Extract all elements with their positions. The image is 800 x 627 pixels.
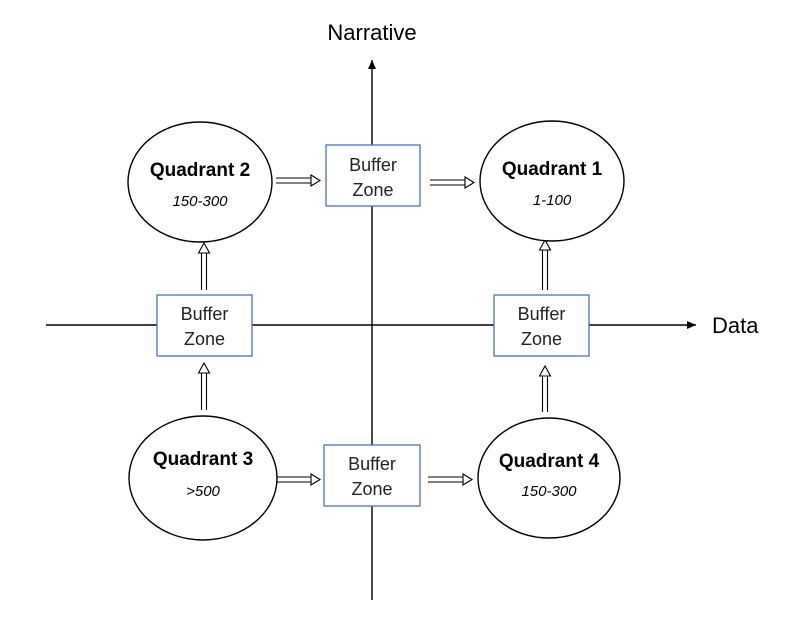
quadrant-1-title: Quadrant 1 bbox=[502, 159, 603, 180]
quadrant-4-range: 150-300 bbox=[521, 483, 577, 500]
quadrant-3-node: Quadrant 3 >500 bbox=[128, 415, 278, 541]
arrow-right-buffer-to-q1 bbox=[538, 238, 552, 290]
x-axis-label: Data bbox=[712, 313, 759, 338]
y-axis-label: Narrative bbox=[327, 20, 416, 45]
buffer-zone-right-line1: Buffer bbox=[518, 304, 566, 324]
arrow-q4-to-right-buffer bbox=[538, 364, 552, 412]
buffer-zone-bottom-line2: Zone bbox=[351, 479, 392, 499]
arrow-q3-to-left-buffer bbox=[197, 361, 211, 410]
buffer-zone-left: Buffer Zone bbox=[156, 294, 253, 357]
buffer-zone-top: Buffer Zone bbox=[325, 144, 421, 207]
buffer-zone-top-line2: Zone bbox=[352, 180, 393, 200]
quadrant-3-range: >500 bbox=[186, 483, 220, 500]
quadrant-2-range: 150-300 bbox=[172, 193, 228, 210]
quadrant-3-title: Quadrant 3 bbox=[153, 449, 253, 470]
buffer-zone-left-line1: Buffer bbox=[181, 304, 229, 324]
quadrant-4-node: Quadrant 4 150-300 bbox=[477, 417, 621, 539]
buffer-zone-top-line1: Buffer bbox=[349, 155, 397, 175]
buffer-zone-bottom-line1: Buffer bbox=[348, 454, 396, 474]
arrow-q3-to-bottom-buffer bbox=[276, 473, 322, 486]
buffer-zone-right: Buffer Zone bbox=[493, 294, 590, 357]
arrow-bottom-buffer-to-q4 bbox=[428, 473, 474, 486]
quadrant-4-title: Quadrant 4 bbox=[499, 451, 600, 472]
buffer-zone-right-line2: Zone bbox=[521, 329, 562, 349]
quadrant-2-title: Quadrant 2 bbox=[150, 160, 250, 181]
arrow-top-buffer-to-q1 bbox=[430, 176, 476, 189]
quadrant-1-range: 1-100 bbox=[533, 192, 572, 209]
buffer-zone-left-line2: Zone bbox=[184, 329, 225, 349]
arrow-q2-to-top-buffer bbox=[276, 174, 322, 187]
arrow-left-buffer-to-q2 bbox=[197, 241, 211, 290]
buffer-zone-bottom: Buffer Zone bbox=[323, 444, 421, 507]
quadrant-1-node: Quadrant 1 1-100 bbox=[479, 120, 625, 242]
quadrant-2-node: Quadrant 2 150-300 bbox=[127, 121, 273, 243]
